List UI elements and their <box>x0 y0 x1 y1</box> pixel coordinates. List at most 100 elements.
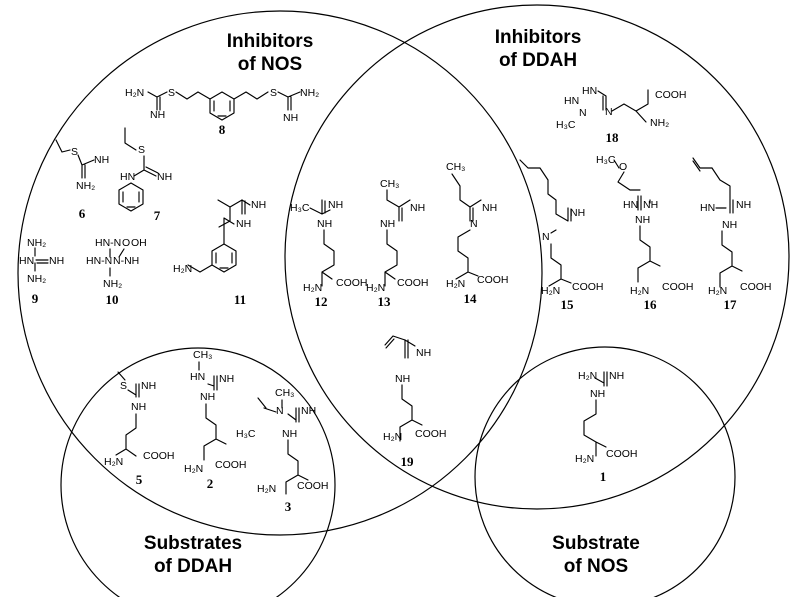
compound-number: 18 <box>606 130 620 145</box>
atom-label: N <box>579 107 587 119</box>
compound-number: 12 <box>315 294 328 309</box>
atom-label: COOH <box>143 450 175 462</box>
atom-label: NH <box>570 207 585 219</box>
atom-label: NH <box>482 202 497 214</box>
atom-label: H₂N <box>173 263 192 275</box>
atom-label: S <box>138 144 145 156</box>
atom-label: H₂N <box>125 87 144 99</box>
atom-label: NH <box>722 219 737 231</box>
compound-14: CH₃ NH N COOH H₂N 14 <box>446 161 509 306</box>
atom-label: NH <box>141 380 156 392</box>
atom-label: HN <box>120 171 135 183</box>
compound-number: 3 <box>285 499 292 514</box>
compound-number: 2 <box>207 476 214 491</box>
compound-number: 9 <box>32 291 39 306</box>
atom-label: COOH <box>336 277 368 289</box>
compound-number: 8 <box>219 122 226 137</box>
atom-label: HN <box>700 202 715 214</box>
atom-label: NH₂ <box>103 278 122 290</box>
atom-label: HN <box>19 255 34 267</box>
atom-label: H₂N <box>541 285 560 297</box>
compound-number: 6 <box>79 206 86 221</box>
compound-9: NH₂ HN NH NH₂ 9 <box>19 237 64 306</box>
compound-number: 1 <box>600 469 607 484</box>
atom-label: NH₂ <box>300 87 319 99</box>
atom-label: COOH <box>572 281 604 293</box>
atom-label: COOH <box>415 428 447 440</box>
atom-label: S <box>71 146 78 158</box>
atom-label: NH <box>643 199 658 211</box>
atom-label: N <box>276 405 284 417</box>
atom-label: NH <box>200 391 215 403</box>
label-inhibitors-nos-line2: of NOS <box>238 54 302 75</box>
atom-label: NH <box>94 154 109 166</box>
compound-number: 14 <box>464 291 478 306</box>
label-substrates-ddah-line1: Substrates <box>144 533 242 554</box>
compound-6: S NH NH₂ 6 <box>55 139 109 221</box>
atom-label: COOH <box>397 277 429 289</box>
atom-label: H₃C <box>596 154 616 166</box>
label-substrate-nos: Substrate of NOS <box>552 533 640 577</box>
compound-17: HN NH NH COOH H₂N 17 <box>692 157 772 312</box>
compound-10: HN-N O OH HN-N N-NH NH₂ 10 <box>86 237 147 307</box>
compound-number: 19 <box>401 454 415 469</box>
atom-label: S <box>168 87 175 99</box>
atom-label: COOH <box>477 274 509 286</box>
atom-label: NH <box>416 347 431 359</box>
label-inhibitors-ddah-line2: of DDAH <box>499 50 577 71</box>
compound-number: 15 <box>561 297 575 312</box>
atom-label: CH₃ <box>275 387 294 399</box>
compound-number: 5 <box>136 472 143 487</box>
atom-label: H₂N <box>257 483 276 495</box>
label-inhibitors-nos-line1: Inhibitors <box>227 31 314 52</box>
atom-label: H₂N <box>383 431 402 443</box>
atom-label: NH <box>157 171 172 183</box>
atom-label: NH <box>236 218 251 230</box>
atom-label: H₂N <box>303 282 322 294</box>
atom-label: COOH <box>606 448 638 460</box>
atom-label: H₂N <box>630 285 649 297</box>
compound-number: 7 <box>154 208 161 223</box>
compound-19: NH NH COOH H₂N 19 <box>383 335 447 469</box>
label-substrates-ddah-line2: of DDAH <box>154 556 232 577</box>
atom-label: H₃C <box>290 202 310 214</box>
atom-label: H₂N <box>184 463 203 475</box>
atom-label: NH <box>395 373 410 385</box>
compound-number: 13 <box>378 294 392 309</box>
label-inhibitors-ddah: Inhibitors of DDAH <box>495 27 582 71</box>
atom-label: NH <box>328 199 343 211</box>
compound-7: S NH HN 7 <box>118 127 172 223</box>
compound-13: CH₃ NH NH COOH H₂N 13 <box>366 178 429 309</box>
compound-3: CH₃ N H₃C NH NH COOH H₂N 3 <box>236 387 329 514</box>
compound-2: CH₃ HN NH NH COOH H₂N 2 <box>184 349 247 491</box>
atom-label: NH <box>609 370 624 382</box>
atom-label: HN-N <box>86 255 112 267</box>
atom-label: NH <box>301 405 316 417</box>
compound-12: H₃C NH NH COOH H₂N 12 <box>290 199 368 309</box>
atom-label: NH <box>317 218 332 230</box>
compound-15: NH N COOH H₂N 15 <box>519 159 604 312</box>
atom-label: COOH <box>215 459 247 471</box>
compound-16: H₃C O HN NH NH COOH H₂N 16 <box>596 154 694 312</box>
label-inhibitors-nos: Inhibitors of NOS <box>227 31 314 75</box>
atom-label: COOH <box>740 281 772 293</box>
compound-8: H₂N NH S S NH₂ NH 8 <box>125 87 319 137</box>
atom-label: H₃C <box>236 428 256 440</box>
atom-label: NH <box>410 202 425 214</box>
atom-label: S <box>120 380 127 392</box>
atom-label: H₃C <box>556 119 576 131</box>
atom-label: NH <box>131 401 146 413</box>
atom-label: H₂N <box>446 278 465 290</box>
atom-label: NH <box>49 255 64 267</box>
atom-label: N-NH <box>113 255 139 267</box>
atom-label: OH <box>131 237 147 249</box>
atom-label: COOH <box>655 89 687 101</box>
compound-1: H₂N NH NH COOH H₂N 1 <box>575 370 638 484</box>
atom-label: NH₂ <box>76 180 95 192</box>
atom-label: CH₃ <box>380 178 399 190</box>
compound-number: 17 <box>724 297 738 312</box>
atom-label: NH <box>251 199 266 211</box>
compound-number: 10 <box>106 292 119 307</box>
atom-label: NH <box>380 218 395 230</box>
